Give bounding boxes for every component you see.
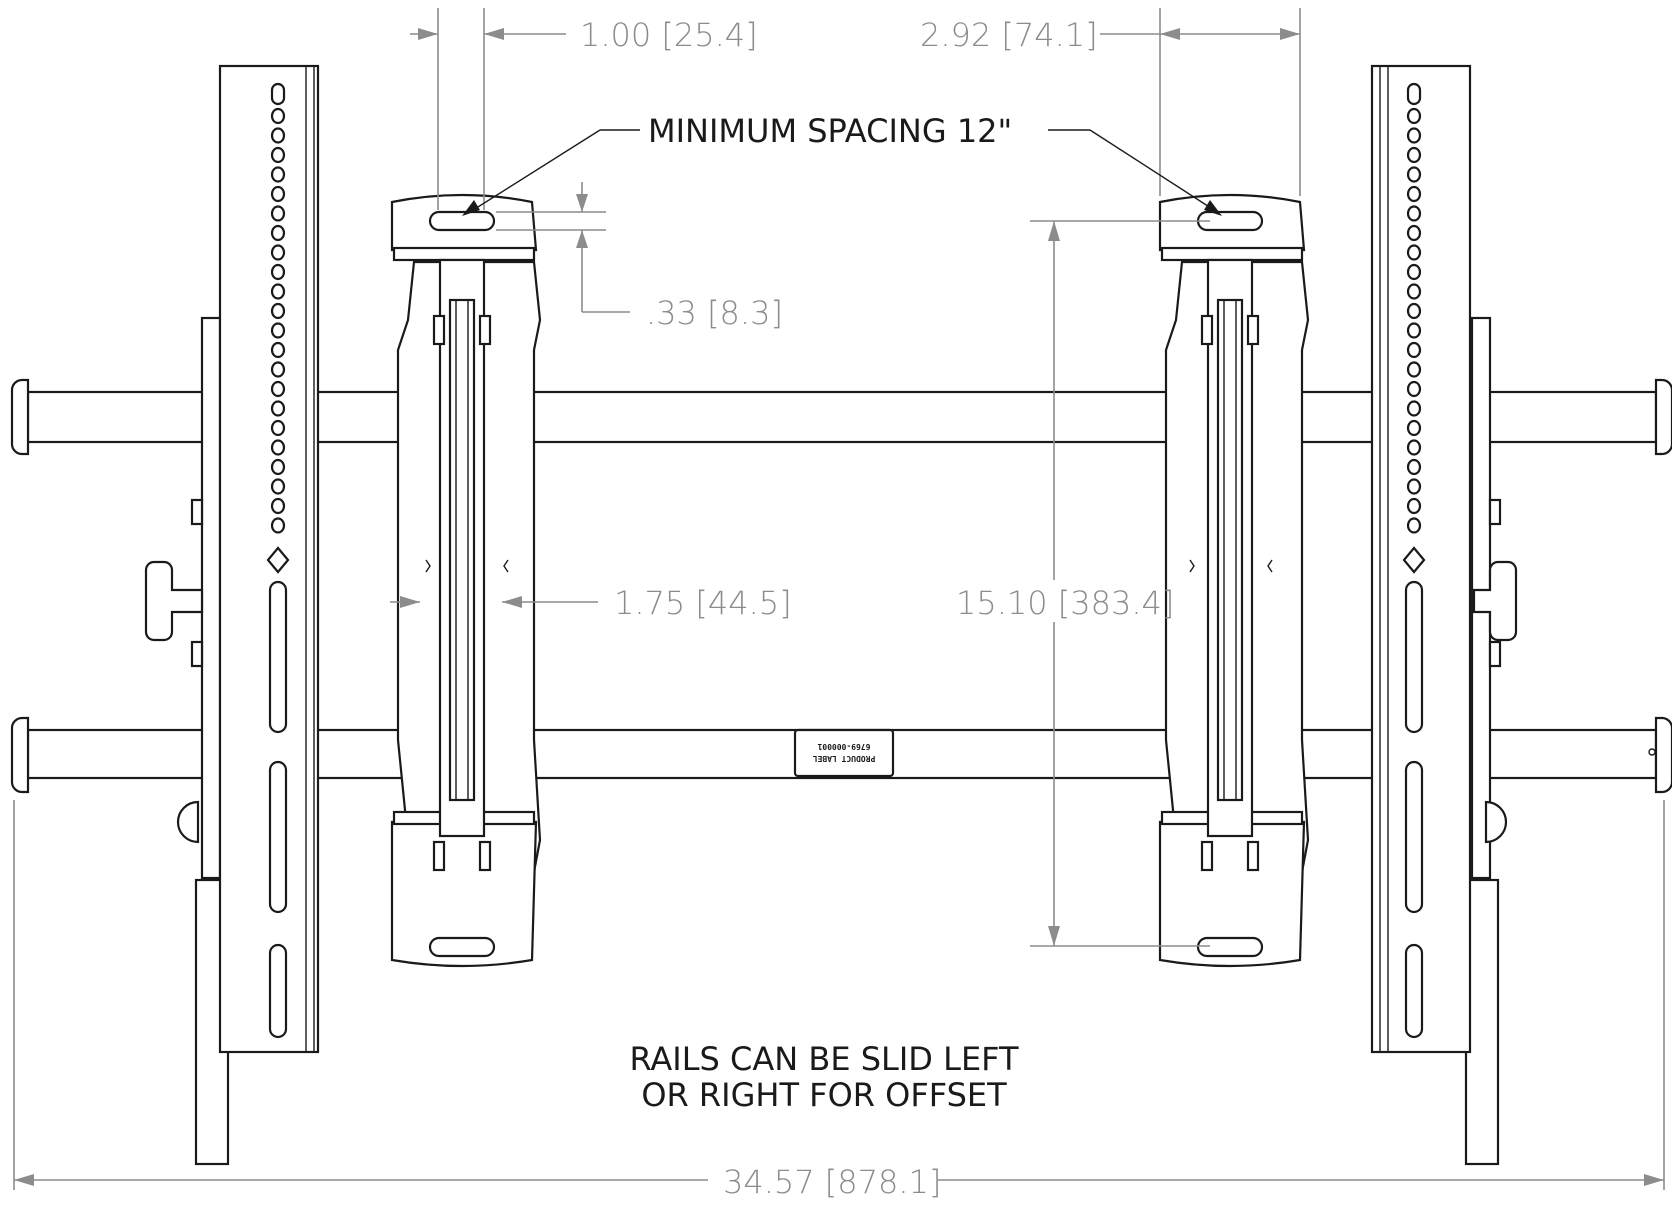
dim-arm-width: 2.92 [74.1] — [920, 8, 1301, 196]
rail-end-cap-left-top — [10, 378, 30, 456]
dim-arm-depth: 1.75 [44.5] — [390, 584, 792, 622]
hole-circle-icon — [270, 341, 286, 359]
dim-label-slot-height: .33 [8.3] — [646, 294, 783, 332]
dim-slot-offset: 1.00 [25.4] — [410, 8, 758, 210]
hole-circle-icon — [270, 127, 286, 144]
right-adjust-knob — [1472, 560, 1518, 642]
rail-end-cap-left-bottom — [10, 716, 30, 794]
hole-circle-icon — [270, 185, 286, 203]
hole-circle-icon — [1406, 185, 1422, 203]
hole-circle-icon — [1406, 517, 1422, 534]
hole-circle-icon — [1406, 380, 1422, 398]
rails-note-line1: RAILS CAN BE SLID LEFT — [629, 1040, 1019, 1078]
dim-hole-span: 15.10 [383.4] — [956, 220, 1210, 947]
hole-circle-icon — [270, 107, 286, 125]
hole-circle-icon — [1406, 458, 1422, 476]
hole-circle-icon — [1406, 497, 1422, 515]
hole-circle-icon — [1406, 341, 1422, 359]
hole-circle-icon — [270, 497, 286, 515]
hole-circle-icon — [270, 361, 286, 378]
right-tv-arm — [1158, 193, 1310, 968]
dim-label-arm-depth: 1.75 [44.5] — [614, 584, 792, 622]
dim-label-slot-offset: 1.00 [25.4] — [580, 16, 758, 54]
label-plate-line1: PRODUCT LABEL — [813, 754, 876, 763]
hole-circle-icon — [1406, 166, 1422, 183]
hole-slot-icon — [270, 82, 286, 106]
right-bottom-hook — [1158, 820, 1306, 968]
hole-circle-icon — [270, 224, 286, 242]
hole-slot-icon — [1406, 82, 1422, 106]
minimum-spacing-callout: MINIMUM SPACING 12" — [462, 112, 1222, 216]
product-label-plate: PRODUCT LABEL 6769-000001 — [793, 728, 895, 778]
slot-icon — [1404, 580, 1424, 734]
hole-circle-icon — [1406, 478, 1422, 495]
hole-circle-icon — [270, 478, 286, 495]
hole-circle-icon — [270, 458, 286, 476]
rails-offset-note: RAILS CAN BE SLID LEFT OR RIGHT FOR OFFS… — [629, 1040, 1019, 1114]
rail-end-cap-right-bottom — [1654, 716, 1672, 794]
hole-circle-icon — [1406, 224, 1422, 242]
right-wall-plate — [1370, 64, 1518, 1166]
hole-circle-icon — [1406, 439, 1422, 456]
left-side-bracket — [200, 316, 222, 880]
hole-circle-icon — [270, 400, 286, 417]
hole-circle-icon — [270, 244, 286, 261]
hole-circle-icon — [1406, 205, 1422, 222]
hole-circle-icon — [270, 205, 286, 222]
hole-circle-icon — [1406, 127, 1422, 144]
hole-circle-icon — [270, 439, 286, 456]
hole-circle-icon — [1406, 302, 1422, 320]
rail-end-cap-right-top — [1654, 378, 1672, 456]
dim-label-overall-width: 34.57 [878.1] — [723, 1163, 941, 1201]
hole-circle-icon — [1406, 400, 1422, 417]
hole-circle-icon — [1406, 419, 1422, 437]
arrowhead-icon — [418, 28, 438, 40]
hole-circle-icon — [270, 146, 286, 164]
hole-circle-icon — [270, 517, 286, 534]
slot-icon — [268, 580, 288, 734]
hole-circle-icon — [1406, 146, 1422, 164]
hole-circle-icon — [1406, 107, 1422, 125]
hole-circle-icon — [1406, 263, 1422, 281]
hole-circle-icon — [270, 380, 286, 398]
right-hole-column — [1406, 82, 1422, 534]
diamond-marker-icon — [266, 546, 290, 574]
left-bottom-hook — [390, 820, 538, 968]
right-floor-leg — [1464, 878, 1500, 1166]
hole-circle-icon — [270, 263, 286, 281]
hole-circle-icon — [270, 419, 286, 437]
hole-circle-icon — [270, 322, 286, 339]
rails-note-line2: OR RIGHT FOR OFFSET — [641, 1076, 1007, 1114]
left-floor-leg — [194, 878, 230, 1166]
left-wall-plate — [144, 64, 320, 1166]
hole-circle-icon — [270, 166, 286, 183]
hole-circle-icon — [1406, 322, 1422, 339]
dim-slot-height: .33 [8.3] — [496, 182, 783, 332]
hole-circle-icon — [270, 283, 286, 300]
diamond-marker-icon — [1402, 546, 1426, 574]
dim-label-arm-width: 2.92 [74.1] — [920, 16, 1098, 54]
left-tv-arm — [390, 193, 542, 968]
minimum-spacing-note: MINIMUM SPACING 12" — [648, 112, 1012, 150]
slot-icon — [428, 210, 496, 232]
hole-circle-icon — [1406, 244, 1422, 261]
left-adjust-knob — [144, 560, 204, 642]
hole-circle-icon — [1406, 361, 1422, 378]
label-plate-line2: 6769-000001 — [817, 742, 870, 751]
dim-label-hole-span: 15.10 [383.4] — [956, 584, 1174, 622]
hole-circle-icon — [270, 302, 286, 320]
hole-circle-icon — [1406, 283, 1422, 300]
dim-overall-width: 34.57 [878.1] — [13, 800, 1665, 1201]
left-hole-column — [270, 82, 286, 534]
